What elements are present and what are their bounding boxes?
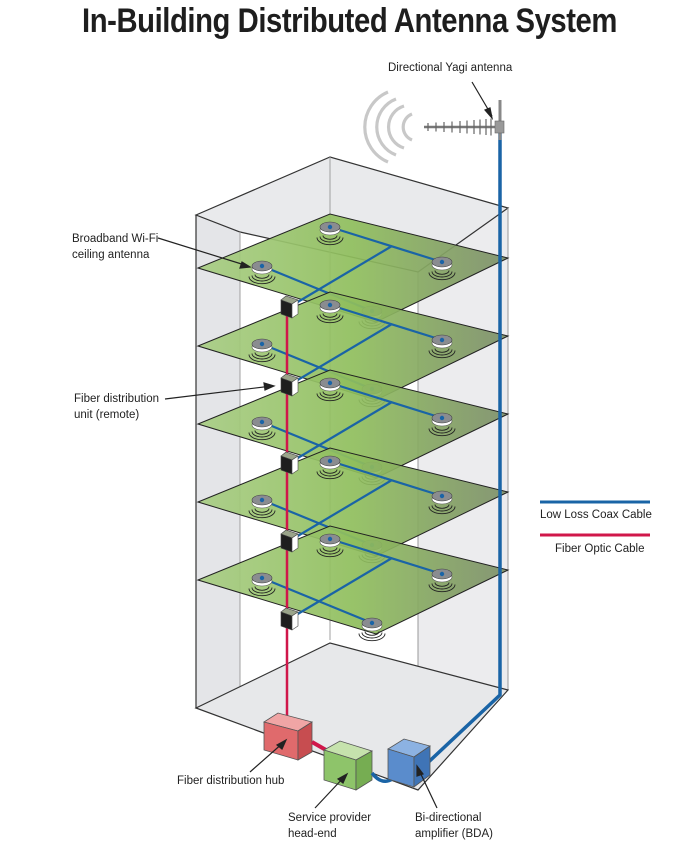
wifi-ceiling-antenna-icon bbox=[248, 260, 276, 285]
wifi-ceiling-antenna-icon bbox=[316, 299, 344, 324]
wifi-ceiling-antenna-icon bbox=[248, 494, 276, 519]
wifi-ceiling-antenna-icon bbox=[248, 572, 276, 597]
bi-directional-amplifier bbox=[387, 738, 431, 788]
wifi-ceiling-antenna-icon bbox=[316, 377, 344, 402]
coax-branch bbox=[261, 576, 373, 625]
fiber-distribution-unit bbox=[280, 607, 299, 631]
label-wifi-1: Broadband Wi-Fi bbox=[72, 233, 158, 245]
wifi-ceiling-antenna-icon bbox=[428, 334, 456, 359]
fiber-distribution-unit bbox=[280, 373, 299, 397]
label-headend-2: head-end bbox=[288, 828, 337, 840]
label-wifi-2: ceiling antenna bbox=[72, 249, 150, 261]
wifi-ceiling-antenna-icon bbox=[248, 416, 276, 441]
legend-fiber-label: Fiber Optic Cable bbox=[555, 543, 644, 555]
wifi-ceiling-antenna-icon bbox=[428, 568, 456, 593]
building-left-wall bbox=[195, 214, 241, 709]
coax-branch bbox=[290, 401, 393, 463]
floor-5 bbox=[196, 525, 510, 642]
legend: Low Loss Coax Cable Fiber Optic Cable bbox=[540, 500, 652, 555]
fiber-distribution-unit bbox=[280, 451, 299, 475]
label-bda-2: amplifier (BDA) bbox=[415, 828, 493, 840]
floor-3 bbox=[196, 369, 510, 486]
wifi-ceiling-antenna-icon bbox=[428, 412, 456, 437]
wifi-ceiling-antenna-icon bbox=[316, 221, 344, 246]
wifi-ceiling-antenna-icon bbox=[248, 338, 276, 363]
coax-branch bbox=[329, 537, 443, 576]
coax-branch bbox=[290, 479, 393, 541]
coax-branch bbox=[329, 225, 443, 264]
coax-branch bbox=[290, 245, 393, 307]
service-provider-head-end bbox=[322, 740, 374, 791]
label-yagi: Directional Yagi antenna bbox=[388, 62, 513, 74]
legend-coax-label: Low Loss Coax Cable bbox=[540, 509, 652, 521]
floors bbox=[196, 213, 510, 642]
fiber-distribution-units bbox=[280, 295, 299, 631]
fiber-distribution-unit bbox=[280, 529, 299, 553]
wifi-ceiling-antenna-icon bbox=[428, 256, 456, 281]
label-fdu-2: unit (remote) bbox=[74, 409, 139, 421]
wifi-ceiling-antenna-icon bbox=[358, 617, 386, 642]
fiber-hub-to-headend bbox=[311, 740, 327, 752]
fiber-distribution-hub bbox=[263, 712, 313, 761]
label-hub: Fiber distribution hub bbox=[177, 775, 284, 787]
coax-riser bbox=[418, 130, 502, 772]
label-fdu-1: Fiber distribution bbox=[74, 393, 159, 405]
coax-branch bbox=[290, 557, 393, 619]
label-headend-1: Service provider bbox=[288, 812, 371, 824]
coax-branch bbox=[329, 381, 443, 420]
label-bda-1: Bi-directional bbox=[415, 812, 481, 824]
wifi-ceiling-antenna-icon bbox=[428, 490, 456, 515]
fiber-distribution-unit bbox=[280, 295, 299, 319]
coax-branch bbox=[290, 323, 393, 385]
callout-arrows bbox=[157, 81, 494, 809]
wifi-ceiling-antenna-icon bbox=[316, 455, 344, 480]
wifi-ceiling-antenna-icon bbox=[316, 533, 344, 558]
coax-branch bbox=[329, 459, 443, 498]
diagram-title: In-Building Distributed Antenna System bbox=[82, 2, 617, 40]
coax-branch bbox=[329, 303, 443, 342]
yagi-antenna bbox=[424, 100, 505, 140]
yagi-signal-waves-icon bbox=[363, 90, 413, 164]
